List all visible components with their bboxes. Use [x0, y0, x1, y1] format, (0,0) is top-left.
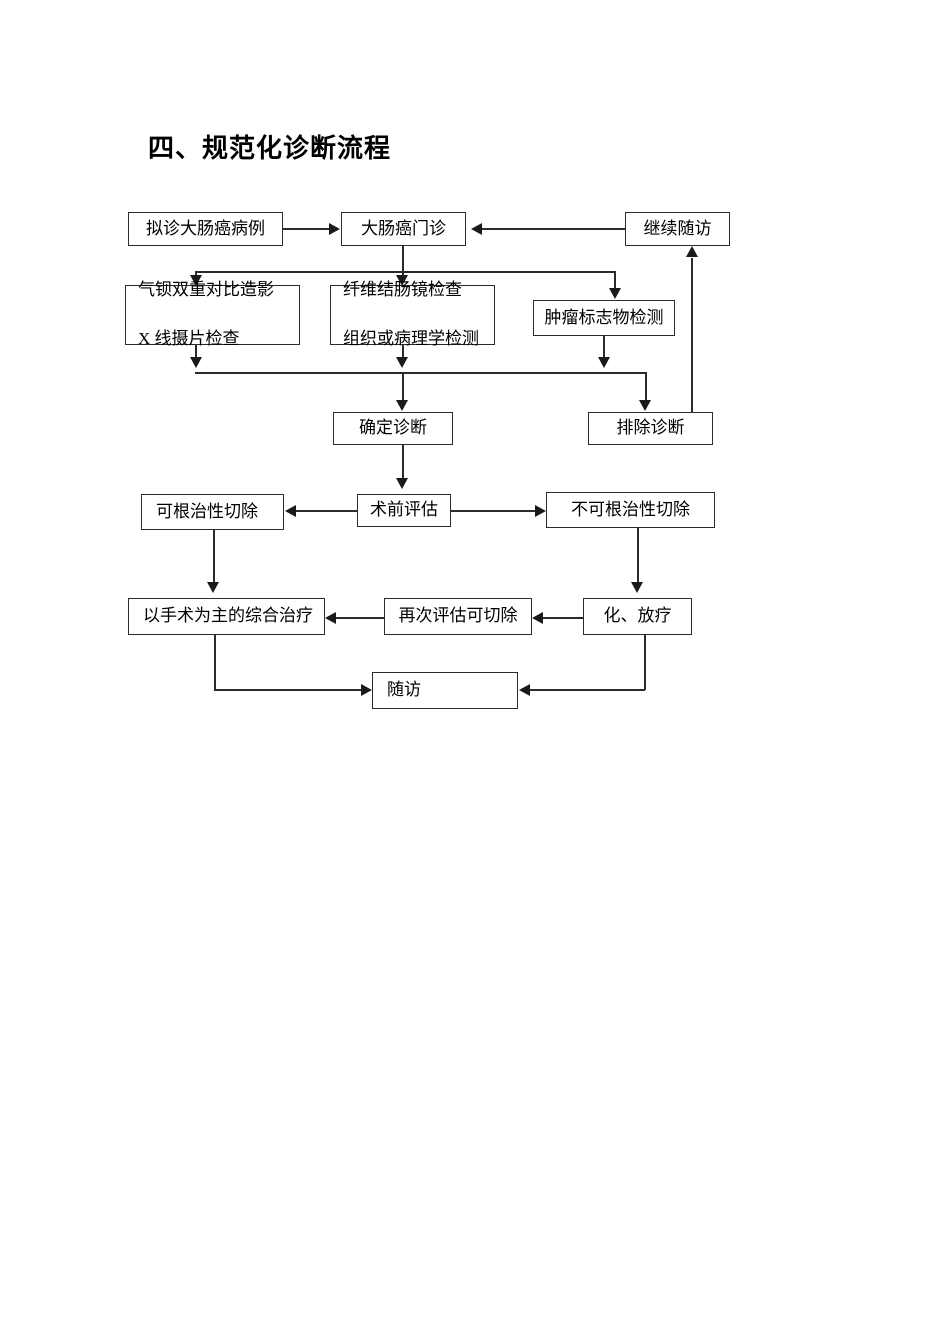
arrowhead-surgery-to-followup [361, 684, 372, 696]
connector-unresectable-to-chemo [637, 528, 640, 586]
connector-followup-to-clinic [482, 228, 625, 231]
arrowhead-barium-down [190, 357, 202, 368]
node-tumor-marker-test[interactable]: 肿瘤标志物检测 [533, 300, 675, 336]
arrowhead-reassessment-to-surgery [325, 612, 336, 624]
page-title: 四、规范化诊断流程 [148, 134, 392, 164]
connector-chemo-to-followup [530, 689, 645, 692]
node-barium-line2: X 线摄片检查 [138, 329, 240, 349]
connector-colonoscopy-down [402, 345, 405, 360]
connector-diagnosis-bus-right [585, 372, 646, 374]
connector-barium-down [195, 345, 197, 360]
arrowhead-preop-to-unresectable [535, 505, 546, 517]
node-suspected-colorectal-cancer-case[interactable]: 拟诊大肠癌病例 [128, 212, 283, 246]
connector-bus-to-exclude [645, 372, 648, 405]
connector-reassessment-to-surgery [336, 617, 384, 620]
node-colonoscopy-line1: 纤维结肠镜检查 [343, 280, 462, 300]
arrowhead-preop-to-curable [285, 505, 296, 517]
arrowhead-bus-to-tumor-marker [609, 288, 621, 299]
connector-chemo-down [644, 635, 646, 690]
node-colorectal-cancer-clinic[interactable]: 大肠癌门诊 [341, 212, 466, 246]
connector-clinic-bus [195, 271, 615, 273]
arrowhead-chemo-to-followup [519, 684, 530, 696]
arrowhead-colonoscopy-down [396, 357, 408, 368]
connector-chemo-to-reassessment [543, 617, 583, 620]
arrowhead-curable-to-surgery [207, 582, 219, 593]
connector-surgery-down [214, 635, 216, 690]
node-barium-line1: 气钡双重对比造影 [138, 280, 274, 300]
node-fiber-colonoscopy[interactable]: 纤维结肠镜检查 组织或病理学检测 [330, 280, 495, 348]
node-surgery-based-therapy[interactable]: 以手术为主的综合治疗 [128, 598, 325, 635]
node-curable-resection[interactable]: 可根治性切除 [141, 494, 284, 530]
arrowhead-bus-to-colonoscopy [396, 275, 408, 286]
node-confirmed-diagnosis[interactable]: 确定诊断 [333, 412, 453, 445]
connector-confirm-to-preop [402, 445, 405, 483]
connector-curable-to-surgery [213, 530, 216, 586]
arrowhead-bus-to-exclude [639, 400, 651, 411]
connector-case-to-clinic [283, 228, 329, 231]
node-unresectable[interactable]: 不可根治性切除 [546, 492, 715, 528]
node-preoperative-assessment[interactable]: 术前评估 [357, 494, 451, 527]
node-continue-followup[interactable]: 继续随访 [625, 212, 730, 246]
connector-clinic-stem [402, 246, 405, 272]
connector-preop-to-unresectable [451, 510, 535, 513]
connector-bus-to-confirm [402, 372, 405, 405]
arrowhead-exclude-to-followup [686, 246, 698, 257]
arrowhead-chemo-to-reassessment [532, 612, 543, 624]
node-barium-double-contrast[interactable]: 气钡双重对比造影 X 线摄片检查 [125, 280, 300, 348]
arrowhead-bus-to-confirm [396, 400, 408, 411]
node-followup[interactable]: 随访 [372, 672, 518, 709]
node-excluded-diagnosis[interactable]: 排除诊断 [588, 412, 713, 445]
node-chemo-radiotherapy[interactable]: 化、放疗 [583, 598, 692, 635]
node-reassessment-resectable[interactable]: 再次评估可切除 [384, 598, 532, 635]
arrowhead-case-to-clinic [329, 223, 340, 235]
connector-tumor-marker-down [603, 336, 605, 361]
connector-bus-to-tumor-marker [614, 271, 616, 293]
arrowhead-confirm-to-preop [396, 478, 408, 489]
connector-preop-to-curable [296, 510, 357, 513]
arrowhead-tumor-marker-down [598, 357, 610, 368]
connector-exclude-to-followup [691, 258, 694, 412]
arrowhead-bus-to-barium [190, 275, 202, 286]
arrowhead-followup-to-clinic [471, 223, 482, 235]
arrowhead-unresectable-to-chemo [631, 582, 643, 593]
connector-surgery-to-followup [214, 689, 361, 692]
connector-diagnosis-bus [195, 372, 585, 374]
node-colonoscopy-line2: 组织或病理学检测 [343, 329, 479, 349]
